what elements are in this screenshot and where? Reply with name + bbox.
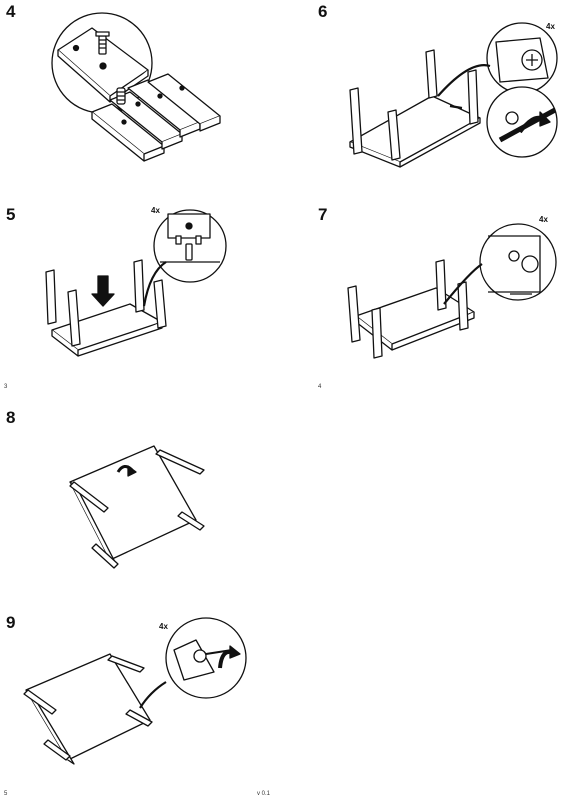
- step-number-9: 9: [6, 613, 16, 632]
- step7-cam-lock-icon: [521, 255, 539, 273]
- step8-illustration: [69, 445, 205, 569]
- page-number-5: 5: [4, 791, 8, 797]
- step5-down-arrow-icon: [91, 275, 115, 307]
- step9-screw-icon: [193, 649, 207, 663]
- quantity-label-step9: 4x: [159, 622, 168, 631]
- step4-illustration: [51, 12, 221, 162]
- step-number-8: 8: [6, 408, 16, 427]
- step5-illustration: [45, 209, 227, 357]
- step7-illustration: [347, 223, 557, 359]
- step-number-5: 5: [6, 205, 16, 224]
- step5-dowel-icon: [185, 243, 193, 261]
- step-number-7: 7: [318, 205, 328, 224]
- step6-bolt-icon: [505, 111, 519, 125]
- page-number-3: 3: [4, 384, 8, 390]
- step4-screw-icon: [98, 35, 107, 55]
- step6-illustration: [349, 22, 558, 168]
- step-number-4: 4: [6, 2, 16, 21]
- quantity-label-step5: 4x: [151, 206, 160, 215]
- step7-detail-circle: [479, 223, 557, 301]
- version-label: v 0.1: [257, 791, 271, 797]
- step-number-6: 6: [318, 2, 328, 21]
- quantity-label-step7: 4x: [539, 215, 548, 224]
- page-number-4: 4: [318, 384, 322, 390]
- quantity-label-step6: 4x: [546, 22, 555, 31]
- step9-illustration: [23, 617, 247, 765]
